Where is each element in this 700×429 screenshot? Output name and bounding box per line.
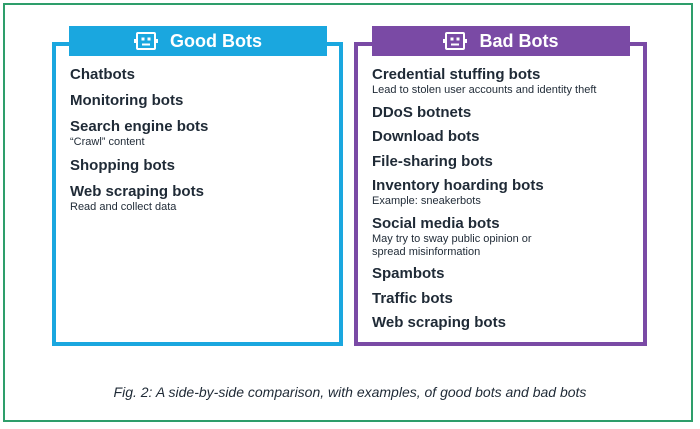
- good-bots-list: Chatbots Monitoring bots Search engine b…: [70, 66, 330, 222]
- good-bots-title: Good Bots: [170, 30, 262, 51]
- list-item: File-sharing bots: [372, 153, 632, 171]
- item-title: Inventory hoarding bots: [372, 177, 544, 194]
- item-title: Social media bots: [372, 214, 500, 232]
- item-description: Example: sneakerbots: [372, 195, 481, 207]
- list-item: Spambots: [372, 265, 632, 283]
- item-description: Read and collect data: [70, 201, 177, 213]
- list-item: Shopping bots: [70, 157, 330, 175]
- list-item: Monitoring bots: [70, 92, 330, 110]
- item-title: Monitoring bots: [70, 92, 184, 109]
- item-title: Traffic bots: [372, 289, 453, 307]
- list-item: Chatbots: [70, 66, 330, 84]
- item-title: Chatbots: [70, 66, 135, 83]
- list-item: Credential stuffing bots Lead to stolen …: [372, 66, 632, 97]
- figure-frame: [3, 3, 693, 422]
- list-item: Web scraping bots: [372, 314, 632, 332]
- bad-bots-list: Credential stuffing bots Lead to stolen …: [372, 66, 632, 339]
- item-title: Shopping bots: [70, 157, 175, 174]
- item-description: May try to sway public opinion or spread…: [372, 232, 532, 258]
- list-item: Social media bots May try to sway public…: [372, 215, 632, 259]
- list-item: Inventory hoarding bots Example: sneaker…: [372, 177, 632, 208]
- item-title: Web scraping bots: [372, 314, 506, 331]
- list-item: Download bots: [372, 128, 632, 146]
- item-description: Lead to stolen user accounts and identit…: [372, 84, 597, 96]
- robot-icon: [443, 31, 468, 51]
- item-title: DDoS botnets: [372, 103, 472, 121]
- list-item: DDoS botnets: [372, 104, 632, 122]
- item-title: File-sharing bots: [372, 152, 493, 170]
- list-item: Traffic bots: [372, 290, 632, 308]
- item-title: Web scraping bots: [70, 183, 204, 200]
- robot-icon: [134, 31, 158, 51]
- figure-caption: Fig. 2: A side-by-side comparison, with …: [113, 384, 587, 400]
- item-title: Spambots: [372, 265, 445, 282]
- list-item: Search engine bots “Crawl” content: [70, 118, 330, 149]
- item-title: Search engine bots: [70, 118, 209, 135]
- bad-bots-header: Bad Bots: [372, 26, 630, 56]
- item-title: Download bots: [372, 128, 480, 145]
- item-description: “Crawl” content: [70, 136, 145, 148]
- list-item: Web scraping bots Read and collect data: [70, 183, 330, 214]
- good-bots-header: Good Bots: [69, 26, 327, 56]
- item-title: Credential stuffing bots: [372, 66, 541, 83]
- bad-bots-title: Bad Bots: [479, 30, 559, 51]
